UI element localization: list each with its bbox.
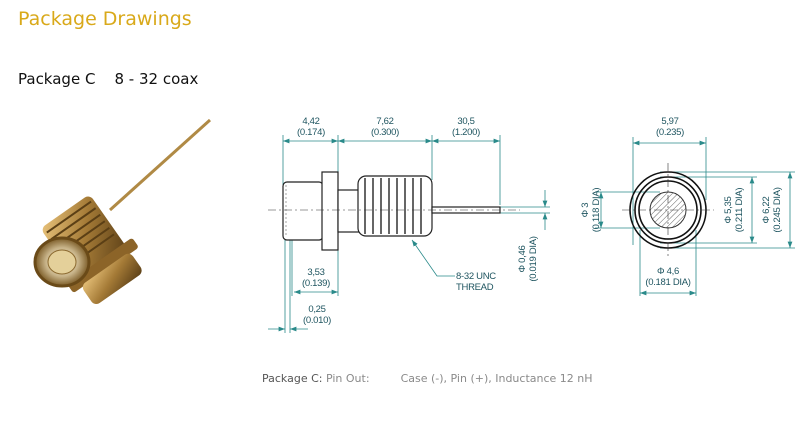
- dim-label-dia-5-35: Φ 5,35(0.211 DIA): [723, 180, 745, 240]
- dim-mm: 7,62: [376, 116, 394, 127]
- dim-mm: 4,42: [302, 116, 320, 127]
- dim-mm: 5,97: [661, 116, 679, 127]
- package-type: 8 - 32 coax: [114, 70, 199, 88]
- dim-in: (0.139): [301, 278, 330, 289]
- dim-label-3-53: 3,53(0.139): [296, 267, 336, 289]
- dim-label-7-62: 7,62(0.300): [365, 116, 405, 138]
- dim-mm: Φ 5,35: [723, 196, 734, 224]
- dim-in: (0.211 DIA): [734, 187, 745, 233]
- page-title: Package Drawings: [18, 8, 192, 30]
- dim-in: (0.010): [302, 315, 331, 326]
- pinout-caption: Package C: Pin Out: Case (-), Pin (+), I…: [262, 372, 593, 385]
- dim-mm: 3,53: [307, 267, 325, 278]
- dim-label-dia-4-6: Φ 4,6(0.181 DIA): [638, 266, 698, 288]
- thread-word: THREAD: [456, 282, 494, 293]
- package-heading: Package C 8 - 32 coax: [18, 70, 198, 88]
- dim-mm: Φ 6,22: [761, 196, 772, 224]
- dim-mm: Φ 0,46: [517, 245, 528, 273]
- dim-mm: 30,5: [457, 116, 475, 127]
- thread-spec: 8-32 UNC: [456, 271, 496, 282]
- dim-in: (0.245 DIA): [772, 187, 783, 233]
- dim-label-dia-6-22: Φ 6,22(0.245 DIA): [761, 180, 783, 240]
- dim-mm: Φ 4,6: [657, 266, 679, 277]
- dim-mm: Φ 3: [580, 202, 591, 218]
- dim-mm: 0,25: [308, 304, 326, 315]
- dim-label-30-5: 30,5(1.200): [446, 116, 486, 138]
- dim-in: (0.174): [296, 127, 325, 138]
- dim-label-0-25: 0,25(0.010): [297, 304, 337, 326]
- product-photo: [33, 118, 212, 305]
- caption-label: Package C:: [262, 372, 323, 385]
- dim-in: (0.300): [370, 127, 399, 138]
- dim-in: (0.019 DIA): [528, 236, 539, 282]
- dim-label-pin-dia: Φ 0,46(0.019 DIA): [517, 229, 539, 289]
- dim-in: (0.181 DIA): [645, 277, 691, 288]
- dim-in: (1.200): [451, 127, 480, 138]
- package-name: Package C: [18, 70, 96, 88]
- caption-pinout-label: Pin Out:: [325, 372, 370, 385]
- dim-label-dia-3: Φ 3(0.118 DIA): [580, 180, 602, 240]
- dim-label-5-97: 5,97(0.235): [650, 116, 690, 138]
- dim-in: (0.118 DIA): [591, 187, 602, 233]
- dim-in: (0.235): [655, 127, 684, 138]
- dim-label-4-42: 4,42(0.174): [291, 116, 331, 138]
- caption-pinout: Case (-), Pin (+), Inductance 12 nH: [400, 372, 593, 385]
